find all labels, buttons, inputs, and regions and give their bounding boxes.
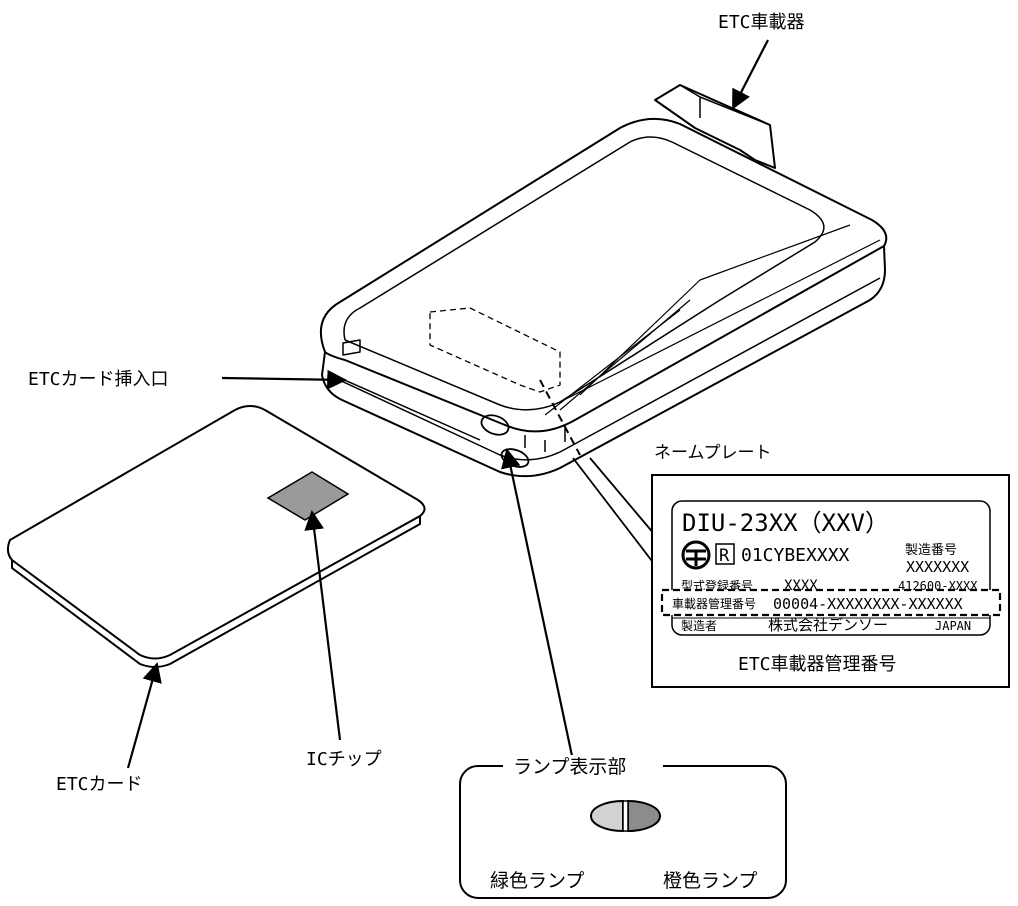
- plate-maker-name: 株式会社デンソー: [768, 616, 888, 634]
- arrow-lamp-display: [501, 448, 577, 771]
- plate-model: DIU-23XX（XXV）: [682, 509, 889, 537]
- label-lamp-display: ランプ表示部: [513, 756, 626, 778]
- plate-country: JAPAN: [935, 619, 971, 633]
- nameplate-area: [429, 307, 561, 393]
- giteki-mark-icon: [681, 540, 711, 570]
- arrow-card-slot: [221, 369, 347, 390]
- plate-mgmt-label: 車載器管理番号: [672, 596, 756, 611]
- plate-cert-code: 01CYBEXXXX: [741, 545, 850, 566]
- etc-unit-device: [320, 84, 888, 478]
- lamp-window: [480, 414, 510, 436]
- label-ic-chip: ICチップ: [306, 749, 382, 770]
- rear-connector: [654, 84, 776, 169]
- plate-maker-label: 製造者: [681, 619, 717, 633]
- arrow-etc-card: [126, 662, 162, 769]
- label-green-lamp: 緑色ランプ: [490, 870, 584, 892]
- arrow-etc-unit: [732, 39, 769, 110]
- label-card-slot: ETCカード挿入口: [28, 369, 169, 390]
- ic-chip-shape: [266, 471, 350, 521]
- label-nameplate: ネームプレート: [654, 443, 771, 463]
- label-management-number: ETC車載器管理番号: [738, 654, 897, 675]
- plate-mgmt-value: 00004-XXXXXXXX-XXXXXX: [773, 595, 963, 613]
- r-mark-box: [715, 543, 735, 565]
- label-etc-unit: ETC車載器: [718, 12, 805, 33]
- r-mark: R: [719, 546, 730, 566]
- lamp-display-panel: ランプ表示部 緑色ランプ 橙色ランプ: [459, 755, 787, 899]
- arrow-ic-chip: [304, 510, 342, 741]
- label-etc-card: ETCカード: [56, 774, 143, 795]
- top-shell: [320, 117, 888, 433]
- etc-card: [6, 405, 426, 668]
- mgmt-number-highlight: [660, 588, 1002, 617]
- label-orange-lamp: 橙色ランプ: [663, 870, 757, 892]
- orange-lamp-shape: [627, 799, 661, 833]
- nameplate-detail: DIU-23XX（XXV） R 01CYBEXXXX 製造番号 XXXXXXX …: [651, 474, 1010, 688]
- plate-serial-label: 製造番号: [905, 543, 957, 558]
- card-slot: [339, 377, 481, 441]
- green-lamp-shape: [590, 799, 624, 833]
- plate-serial-value: XXXXXXX: [906, 558, 969, 576]
